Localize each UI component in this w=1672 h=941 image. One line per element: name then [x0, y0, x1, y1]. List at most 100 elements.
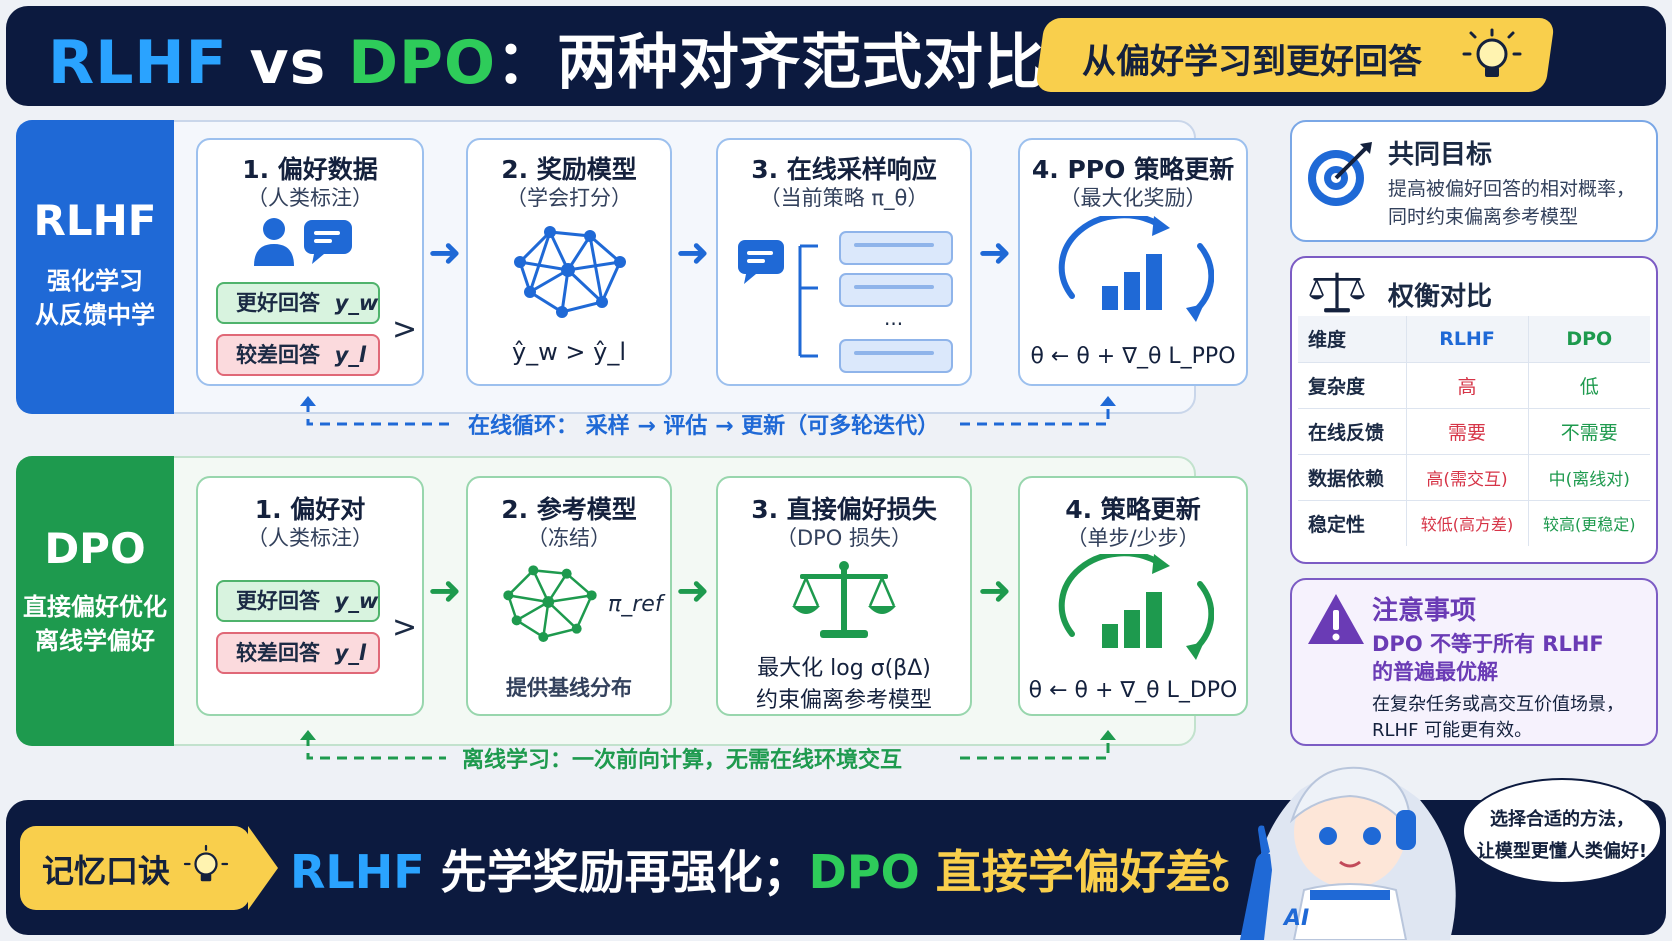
ellipsis: ... [884, 306, 904, 330]
header-dpo: DPO [1528, 316, 1650, 363]
memo-label: 记忆口诀 [42, 852, 171, 890]
greater-than-sign: > [392, 312, 418, 347]
dpo-step-3-title: 3. 直接偏好损失 [751, 495, 937, 524]
rlhf-step-1-title: 1. 偏好数据 [242, 155, 378, 184]
dpo-label: DPO [44, 524, 146, 573]
dpo-step-1-sub: （人类标注） [247, 526, 373, 550]
lightbulb-icon [183, 844, 229, 882]
online-loop-label: 在线循环： 采样 → 评估 → 更新（可多轮迭代） [468, 414, 940, 439]
header-rlhf: RLHF [1406, 316, 1529, 363]
reference-network-icon [503, 565, 597, 642]
dpo-value: 低 [1528, 362, 1650, 409]
caution-line-3: 在复杂任务或高交互价值场景， [1372, 694, 1624, 715]
goal-title: 共同目标 [1388, 140, 1493, 170]
balance-scale-icon [792, 561, 896, 638]
greater-than-sign: > [392, 610, 418, 645]
page-subtitle: 从偏好学习到更好回答 [1082, 42, 1422, 82]
pi-ref-label: π_ref [608, 592, 663, 617]
rlhf-step-4-sub: （最大化奖励） [1059, 186, 1207, 210]
refresh-chart-icon [1058, 216, 1214, 322]
dpo-desc-2: 离线学偏好 [35, 627, 155, 655]
goal-line-1: 提高被偏好回答的相对概率， [1388, 178, 1636, 200]
baseline-note: 提供基线分布 [506, 676, 632, 700]
refresh-chart-icon [1058, 554, 1214, 660]
caution-title: 注意事项 [1372, 596, 1477, 626]
scale-icon [1309, 272, 1365, 313]
speech-bubble [1462, 778, 1662, 884]
rlhf-desc-2: 从反馈中学 [35, 301, 155, 329]
slogan: RLHF 先学奖励再强化；DPO 直接学偏好差。 [290, 845, 1258, 899]
row-label: 在线反馈 [1298, 408, 1407, 455]
dpo-step-2-sub: （冻结） [527, 526, 611, 550]
flow-arrow: ➜ [428, 568, 462, 614]
row-label: 数据依赖 [1298, 454, 1407, 501]
dpo-step-4-sub: （单步/少步） [1066, 526, 1200, 550]
caution-line-4: RLHF 可能更有效。 [1372, 720, 1533, 741]
rlhf-desc-1: 强化学习 [47, 267, 143, 295]
rlhf-value: 需要 [1406, 408, 1529, 455]
flow-arrow: ➜ [676, 568, 710, 614]
row-label: 复杂度 [1298, 362, 1407, 409]
neural-network-icon [514, 226, 626, 318]
rlhf-step-4-title: 4. PPO 策略更新 [1031, 155, 1235, 184]
dpo-step-2-title: 2. 参考模型 [501, 495, 637, 524]
target-icon [1308, 142, 1372, 206]
dpo-loss-formula: 最大化 log σ(βΔ) [757, 656, 931, 681]
dpo-desc-1: 直接偏好优化 [23, 593, 167, 621]
tradeoff-title: 权衡对比 [1388, 282, 1493, 312]
tradeoff-table: 维度 RLHF DPO 复杂度高低 在线反馈需要不需要 数据依赖高(需交互)中(… [1298, 316, 1650, 546]
rlhf-value: 高(需交互) [1406, 454, 1529, 501]
offline-loop-arrow [300, 730, 1116, 760]
rlhf-step-3-sub: （当前策略 π_θ） [759, 186, 929, 210]
dpo-step-3-sub: （DPO 损失） [775, 526, 913, 550]
better-answer-pill: 更好回答 y_w [216, 580, 380, 622]
warning-icon [1308, 594, 1364, 644]
header-dimension: 维度 [1298, 316, 1407, 363]
rlhf-step-2-sub: （学会打分） [506, 186, 632, 210]
common-goal-card [1290, 120, 1658, 242]
dpo-step-4-title: 4. 策略更新 [1065, 495, 1201, 524]
caution-card [1290, 578, 1658, 746]
chat-bubble-icon [304, 220, 352, 264]
flow-arrow: ➜ [676, 230, 710, 276]
caution-line-1: DPO 不等于所有 RLHF [1372, 632, 1604, 656]
dpo-constraint: 约束偏离参考模型 [755, 688, 932, 713]
dpo-label-block [16, 456, 174, 746]
rlhf-label-block [16, 120, 174, 414]
offline-loop-label: 离线学习：一次前向计算，无需在线环境交互 [462, 748, 903, 773]
page-title: RLHF vs DPO：两种对齐范式对比 [48, 28, 1046, 98]
lightbulb-icon [1462, 28, 1522, 77]
flow-arrow: ➜ [978, 568, 1012, 614]
rlhf-step-2-title: 2. 奖励模型 [501, 155, 637, 184]
rlhf-step-3-title: 3. 在线采样响应 [751, 155, 937, 184]
better-answer-pill: 更好回答 y_w [216, 282, 380, 324]
row-label: 稳定性 [1298, 500, 1407, 546]
dpo-value: 中(离线对) [1528, 454, 1650, 501]
dpo-value: 不需要 [1528, 408, 1650, 455]
flow-arrow: ➜ [428, 230, 462, 276]
rlhf-value: 较低(高方差) [1406, 500, 1529, 546]
rlhf-step-2-card [466, 138, 672, 386]
bubble-line-2: 让模型更懂人类偏好! [1476, 841, 1648, 862]
dpo-update-formula: θ ← θ + ∇_θ L_DPO [1028, 678, 1238, 703]
rlhf-step-1-sub: （人类标注） [247, 186, 373, 210]
ppo-formula: θ ← θ + ∇_θ L_PPO [1030, 344, 1236, 369]
online-loop-arrow [300, 396, 1116, 426]
rlhf-label: RLHF [33, 196, 157, 245]
caution-line-2: 的普遍最优解 [1372, 660, 1498, 684]
memo-arrow [248, 826, 278, 910]
person-icon [254, 218, 294, 266]
dpo-step-2-card [466, 476, 672, 716]
dpo-step-1-title: 1. 偏好对 [254, 495, 366, 524]
dpo-value: 较高(更稳定) [1543, 515, 1636, 535]
worse-answer-pill: 较差回答 y_l [216, 334, 380, 376]
mascot-badge-text: AI [1284, 906, 1310, 931]
goal-line-2: 同时约束偏离参考模型 [1388, 206, 1579, 228]
bubble-line-1: 选择合适的方法， [1490, 809, 1634, 830]
worse-answer-pill: 较差回答 y_l [216, 632, 380, 674]
sampling-tree-icon [738, 231, 953, 373]
rlhf-value: 高 [1406, 362, 1529, 409]
ai-mascot-illustration [1207, 766, 1456, 940]
flow-arrow: ➜ [978, 230, 1012, 276]
reward-formula: ŷ_w > ŷ_l [511, 338, 627, 366]
